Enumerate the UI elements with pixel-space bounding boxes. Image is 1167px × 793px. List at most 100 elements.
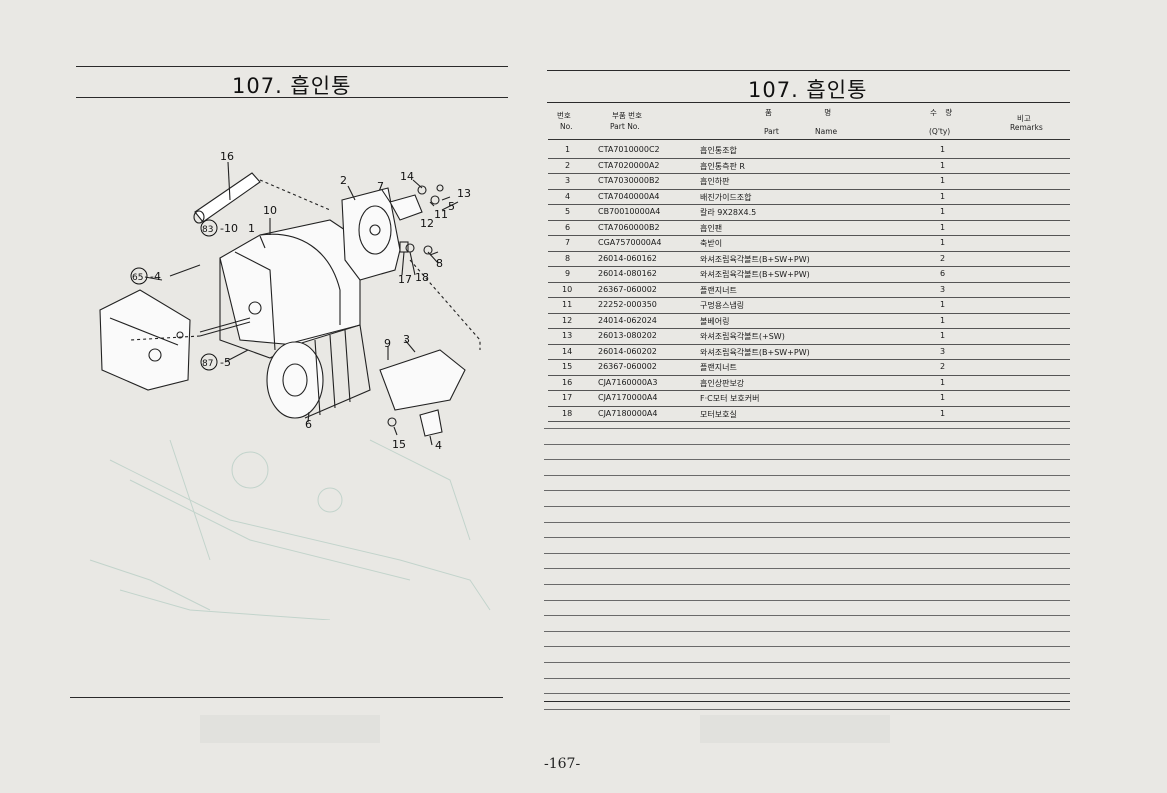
callout-7: 7 [377, 180, 384, 193]
callout-1: 1 [248, 222, 255, 235]
empty-ruled-line [544, 662, 1070, 663]
row-no: 16 [562, 377, 573, 387]
header-no-ko: 번호 [557, 111, 571, 120]
bleed-through-shadow [700, 715, 890, 743]
row-part-name: 축받이 [700, 239, 723, 248]
row-part-number: CJA7170000A4 [598, 393, 658, 402]
empty-ruled-line [544, 584, 1070, 585]
row-part-name: 와셔조립육각볼트(B+SW+PW) [700, 254, 810, 264]
row-qty: 1 [940, 191, 946, 201]
row-no: 6 [565, 222, 571, 232]
cover-part-4 [419, 409, 443, 437]
row-qty: 1 [940, 207, 946, 216]
row-no: 12 [562, 315, 573, 325]
ghost-machine [89, 439, 491, 620]
row-part-number: 26014-080162 [598, 269, 657, 278]
table-row-divider [548, 157, 1070, 159]
row-qty: 1 [940, 145, 946, 154]
row-part-name: 와셔조립육각볼트(B+SW+PW) [700, 347, 810, 357]
row-no: 3 [565, 176, 571, 185]
callout-4: 4 [435, 439, 442, 452]
header-no-en: No. [560, 122, 573, 131]
right-bottom-rule [544, 701, 1070, 702]
row-part-number: CJA7160000A3 [598, 377, 658, 387]
callout-15: 15 [392, 438, 406, 451]
shaft [199, 317, 251, 333]
row-part-number: 26014-060202 [598, 346, 657, 356]
row-qty: 1 [940, 377, 946, 387]
row-qty: 1 [940, 393, 946, 402]
header-name-ko: 품 명 [765, 108, 832, 117]
header-remarks-en: Remarks [1010, 123, 1043, 132]
row-part-number: 26367-060002 [598, 362, 657, 371]
header-part-no-en: Part No. [610, 122, 640, 131]
table-row-divider [548, 405, 1070, 407]
empty-ruled-line [544, 568, 1070, 570]
header-qty-en: (Q'ty) [929, 127, 951, 136]
row-part-name: 칼라 9X28X4.5 [700, 208, 757, 217]
row-no: 9 [565, 269, 571, 278]
row-no: 7 [565, 238, 571, 247]
hardware-cluster [389, 184, 459, 256]
empty-ruled-line [544, 459, 1070, 461]
callout-10: 10 [263, 204, 277, 217]
callout-10-dash: -10 [220, 222, 238, 235]
row-part-name: 흡인통측판 R [700, 161, 745, 171]
empty-ruled-line [544, 506, 1070, 507]
empty-ruled-line [544, 677, 1070, 679]
row-part-number: 22252-000350 [598, 300, 657, 309]
fan-part-6 [266, 324, 371, 419]
side-plate-part-2 [341, 187, 401, 281]
table-row-divider [548, 250, 1070, 252]
right-page-title: 107. 흡인통 [748, 78, 868, 102]
right-title-top-rule [547, 70, 1070, 71]
row-no: 4 [565, 191, 571, 201]
row-part-number: 26367-060002 [598, 284, 657, 294]
row-part-name: 흡인상판보강 [700, 378, 745, 388]
row-part-name: 플랜지너트 [700, 285, 737, 295]
row-qty: 6 [940, 269, 946, 278]
row-no: 2 [565, 160, 571, 170]
left-bottom-rule [70, 697, 503, 698]
left-title-top-rule [76, 66, 508, 67]
guide-part-4 [99, 289, 191, 391]
row-qty: 1 [940, 160, 946, 170]
row-part-name: F·C모터 보호커버 [700, 394, 760, 403]
table-row-divider [548, 359, 1070, 360]
right-title-bottom-rule [547, 102, 1070, 103]
row-part-name: 흡인하판 [700, 177, 730, 186]
row-no: 1 [565, 145, 571, 154]
row-part-name: 와셔조립육각볼트(+SW) [700, 332, 785, 341]
row-part-number: CTA7010000C2 [598, 145, 660, 154]
row-qty: 1 [940, 331, 946, 340]
row-qty: 2 [940, 362, 946, 371]
table-row-divider [548, 188, 1070, 190]
empty-ruled-line [544, 537, 1070, 539]
row-qty: 3 [940, 284, 946, 294]
header-name-part: Part [764, 127, 779, 136]
callout-5-dash: -5 [220, 356, 231, 369]
row-part-number: CTA7040000A4 [598, 191, 660, 201]
row-part-number: CJA7180000A4 [598, 408, 658, 418]
header-qty-ko: 수 량 [930, 108, 953, 117]
callout-13: 13 [457, 187, 471, 200]
row-no: 14 [562, 346, 573, 356]
callout-11: 11 [434, 208, 448, 221]
table-row-divider [548, 421, 1070, 422]
empty-ruled-line [544, 630, 1070, 632]
table-row-divider [548, 297, 1070, 298]
empty-ruled-line [544, 615, 1070, 617]
table-row-divider [548, 281, 1070, 283]
table-row-divider [548, 374, 1070, 376]
row-part-name: 모터보호실 [700, 409, 737, 419]
callout-16: 16 [220, 150, 234, 163]
row-qty: 3 [940, 346, 946, 356]
callout-6: 6 [305, 418, 312, 431]
empty-ruled-line [544, 599, 1070, 601]
left-page-title: 107. 흡인통 [232, 74, 352, 98]
housing-part-1 [219, 219, 361, 359]
left-title-bottom-rule [76, 97, 508, 98]
callout-9: 9 [384, 337, 391, 350]
empty-ruled-line [544, 552, 1070, 554]
row-no: 15 [562, 362, 573, 371]
